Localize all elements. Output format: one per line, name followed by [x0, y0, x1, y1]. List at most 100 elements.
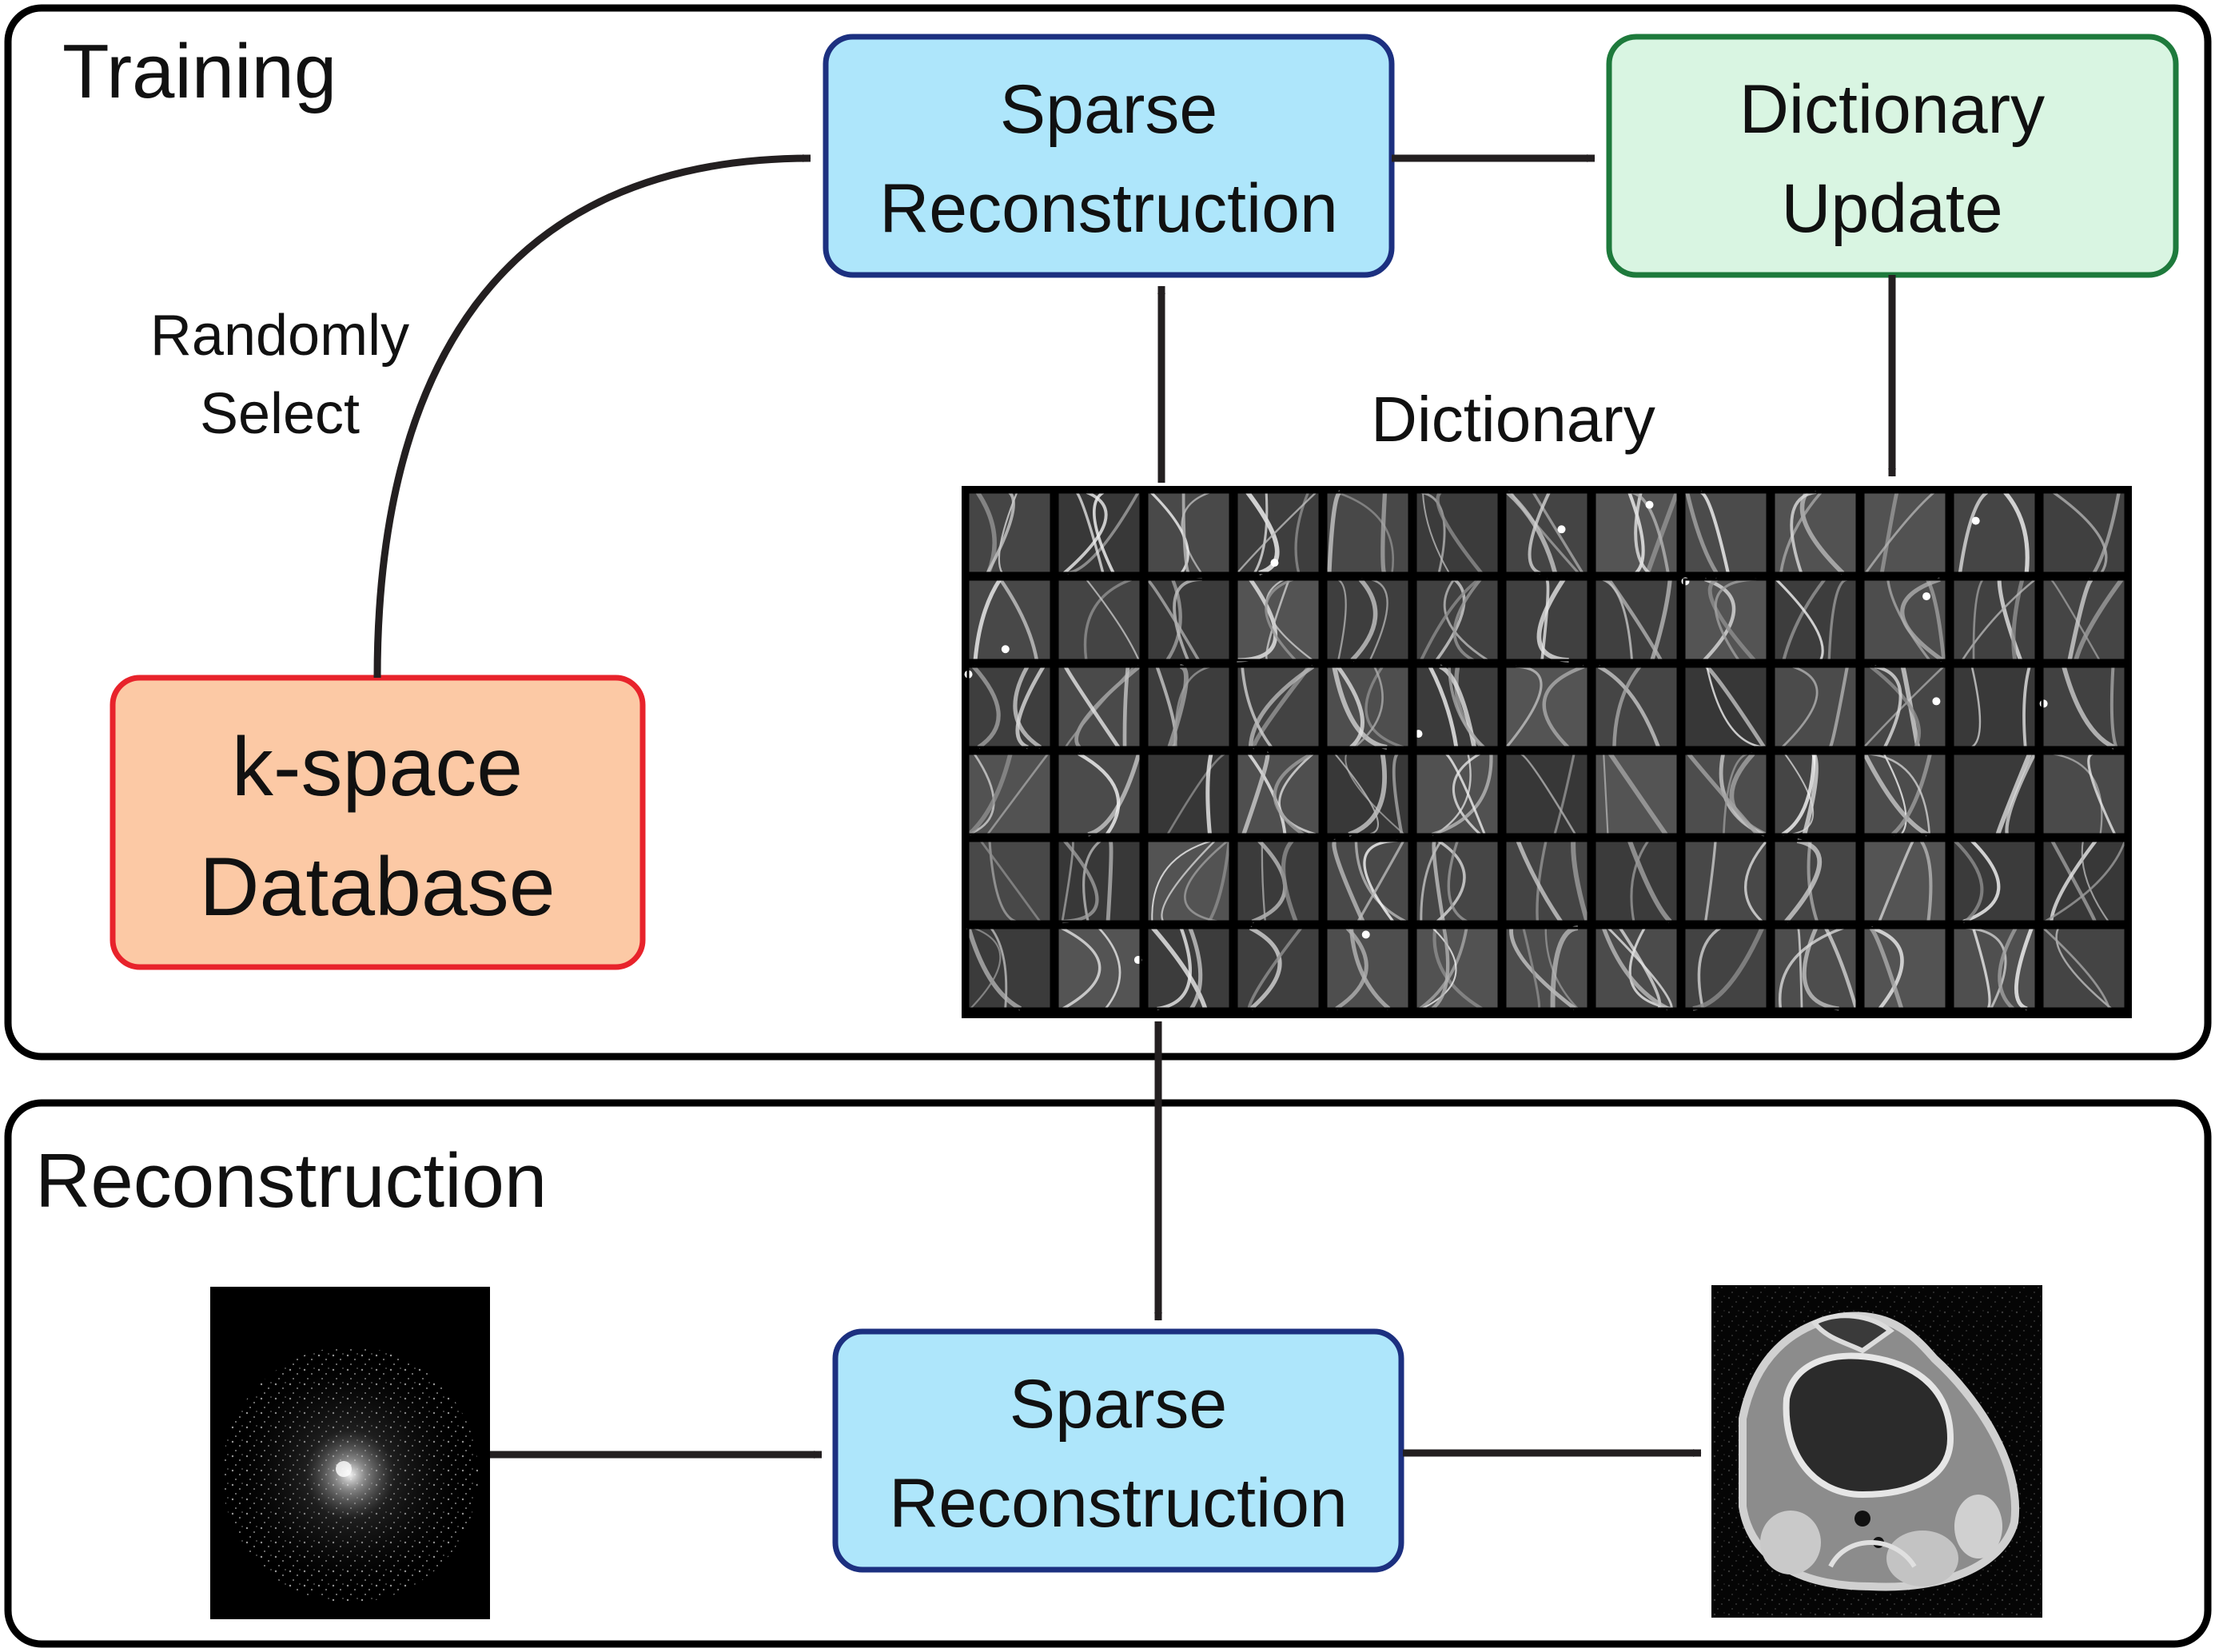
- randomly-select-label-line2: Select: [200, 382, 360, 446]
- dictionary-atom: [1951, 752, 2038, 836]
- dictionary-atom: [1772, 926, 1858, 1011]
- dictionary-atom: [1593, 664, 1679, 749]
- dictionary-atom: [1504, 752, 1590, 836]
- dictionary-atom: [2041, 491, 2127, 575]
- box-label-line2: Update: [1781, 170, 2002, 247]
- dictionary-atom: [1683, 926, 1769, 1011]
- dictionary-atom: [1145, 578, 1232, 662]
- dictionary-atom: [1325, 752, 1411, 837]
- reconstructed-mr-image: [1711, 1285, 2042, 1618]
- dictionary-atom: [1504, 490, 1590, 575]
- dictionary-atom: [1862, 577, 1948, 663]
- dictionary-atom: [966, 491, 1053, 575]
- box-label-line2: Database: [199, 841, 555, 933]
- dictionary-atom: [1504, 578, 1590, 663]
- dictionary-atom: [1593, 491, 1679, 575]
- dictionary-atom: [1772, 752, 1858, 836]
- dictionary-atom: [1414, 664, 1500, 749]
- dictionary-atom: [1414, 491, 1500, 575]
- dictionary-atom: [1951, 839, 2038, 923]
- dictionary-atom: [1862, 839, 1948, 923]
- dictionary-atom: [1235, 491, 1321, 575]
- kspace-database-box: k-space Database: [110, 675, 646, 970]
- dictionary-update-box: Dictionary Update: [1606, 34, 2179, 278]
- dictionary-atom: [1325, 490, 1411, 575]
- dictionary-atom: [1683, 752, 1769, 837]
- arrows: [373, 154, 1896, 1459]
- dictionary-atom: [966, 839, 1053, 923]
- dictionary-atom: [1593, 752, 1679, 836]
- sparse-reconstruction-box-training: Sparse Reconstruction: [823, 34, 1395, 278]
- dictionary-atom: [1772, 838, 1858, 923]
- dictionary-atom: [1951, 665, 2038, 749]
- sparse-reconstruction-box-reconstruction: Sparse Reconstruction: [832, 1328, 1404, 1573]
- box-label-line1: Dictionary: [1739, 71, 2045, 148]
- dictionary-atom: [1235, 751, 1321, 836]
- box-label-line2: Reconstruction: [879, 170, 1338, 247]
- dictionary-atom: [1504, 839, 1590, 923]
- dictionary-atom: [966, 578, 1053, 662]
- dictionary-atom: [1145, 752, 1232, 836]
- dictionary-atom: [1951, 578, 2038, 662]
- dictionary-atom: [1145, 839, 1232, 923]
- dictionary-atom: [1683, 665, 1769, 749]
- dictionary-atom: [1593, 578, 1679, 662]
- undersampled-kspace-image: [210, 1287, 490, 1619]
- dictionary-atom: [1772, 491, 1858, 575]
- dictionary-atom: [1056, 752, 1142, 837]
- dictionary-atom: [1862, 665, 1948, 749]
- dictionary-atom: [1235, 926, 1321, 1010]
- dictionary-atom: [1056, 491, 1142, 575]
- dictionary-atom-grid: [962, 486, 2132, 1018]
- dictionary-atom: [1414, 578, 1500, 662]
- dictionary-atom: [2041, 578, 2127, 662]
- dictionary-atom: [1593, 926, 1679, 1011]
- dictionary-atom: [2041, 926, 2127, 1010]
- dictionary-atom: [1056, 839, 1142, 924]
- box-label-line1: Sparse: [1010, 1366, 1228, 1443]
- reconstruction-panel: [4, 1099, 2212, 1648]
- dictionary-atom: [964, 665, 1053, 750]
- dictionary-atom: [1504, 664, 1590, 749]
- dictionary-atom: [2041, 839, 2127, 923]
- dictionary-atom: [1862, 491, 1948, 575]
- dictionary-atom: [1235, 578, 1321, 663]
- dictionary-atom: [1683, 490, 1769, 575]
- dictionary-atom: [1772, 665, 1858, 749]
- dictionary-label: Dictionary: [1371, 384, 1655, 455]
- dictionary-atom: [1145, 926, 1232, 1011]
- arrow-random-select: [373, 154, 811, 679]
- box-label-line1: k-space: [232, 721, 523, 814]
- training-panel: [4, 4, 2212, 1061]
- dictionary-atom: [1235, 839, 1321, 924]
- dictionary-atom: [1056, 665, 1142, 749]
- dictionary-atom: [966, 752, 1053, 837]
- dictionary-atom: [1414, 752, 1500, 837]
- dictionary-atom: [1683, 839, 1769, 923]
- dictionary-atom: [1414, 839, 1500, 923]
- randomly-select-label-line1: Randomly: [150, 304, 409, 368]
- dictionary-atom: [1951, 491, 2038, 575]
- dictionary-atom: [2039, 665, 2127, 750]
- dictionary-atom: [1862, 926, 1948, 1010]
- reconstruction-title: Reconstruction: [35, 1138, 547, 1224]
- box-label-line2: Reconstruction: [889, 1465, 1348, 1542]
- dictionary-atom: [1325, 926, 1411, 1011]
- dictionary-atom: [1325, 578, 1411, 662]
- dictionary-atom: [1145, 491, 1232, 575]
- box-label-line1: Sparse: [1000, 71, 1218, 148]
- dictionary-atom: [966, 926, 1053, 1011]
- dictionary-atom: [1772, 578, 1858, 662]
- training-title: Training: [62, 29, 337, 114]
- dictionary-atom: [1145, 664, 1232, 749]
- dictionary-atom: [1504, 926, 1590, 1010]
- dictionary-atom: [1325, 665, 1411, 750]
- dictionary-atom: [1862, 752, 1948, 837]
- dictionary-atom: [1681, 577, 1769, 662]
- dictionary-atom: [1325, 838, 1411, 923]
- dictionary-atom: [1951, 926, 2038, 1011]
- dictionary-atom: [1235, 664, 1321, 750]
- dictionary-atom: [1056, 926, 1142, 1010]
- dictionary-atom: [1056, 578, 1142, 662]
